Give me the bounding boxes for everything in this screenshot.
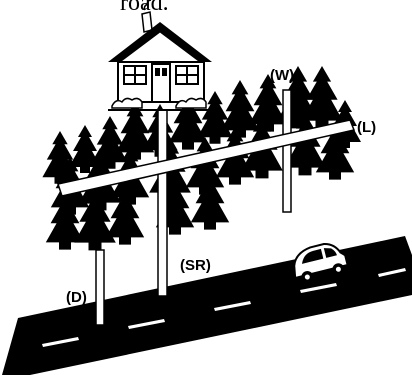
house-icon: [108, 0, 214, 110]
label-sr: (SR): [180, 257, 211, 274]
label-d: (D): [66, 289, 87, 306]
pole-sr: [158, 110, 167, 296]
label-l: (L): [357, 119, 376, 136]
label-w: (W): [270, 67, 294, 84]
pole-d: [96, 250, 104, 325]
pole-w: [283, 90, 291, 212]
